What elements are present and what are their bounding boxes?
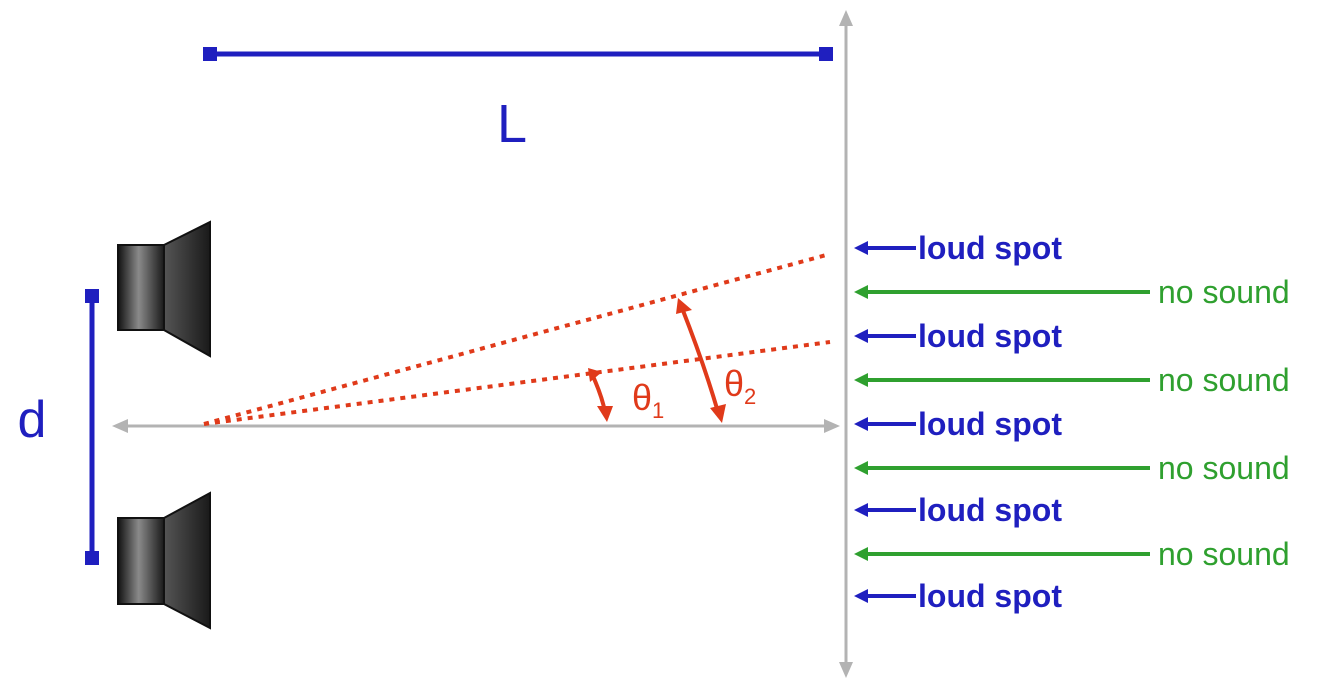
loud-spot-label: loud spot bbox=[918, 492, 1062, 528]
loud-spot-marker: loud spot bbox=[854, 230, 1062, 266]
screen-axis bbox=[839, 10, 853, 678]
arrow-left-icon bbox=[854, 329, 868, 343]
loud-spot-label: loud spot bbox=[918, 318, 1062, 354]
arrow-left-icon bbox=[854, 417, 868, 431]
theta2-label: θ2 bbox=[724, 363, 756, 409]
length-dimension: L bbox=[203, 47, 833, 154]
no-sound-label: no sound bbox=[1158, 450, 1290, 486]
length-label: L bbox=[497, 94, 527, 154]
speaker-top-icon bbox=[117, 220, 211, 358]
no-sound-label: no sound bbox=[1158, 362, 1290, 398]
no-sound-marker: no sound bbox=[854, 362, 1290, 398]
loud-spot-label: loud spot bbox=[918, 230, 1062, 266]
ray-theta2 bbox=[203, 252, 831, 426]
central-axis bbox=[112, 419, 840, 433]
spot-labels: loud spot no sound loud spot no sound loud s… bbox=[854, 230, 1290, 614]
no-sound-marker: no sound bbox=[854, 536, 1290, 572]
loud-spot-marker: loud spot bbox=[854, 406, 1062, 442]
loud-spot-label: loud spot bbox=[918, 406, 1062, 442]
arrow-left-icon bbox=[854, 589, 868, 603]
no-sound-marker: no sound bbox=[854, 450, 1290, 486]
theta1-arrow: θ1 bbox=[588, 368, 664, 423]
arrow-left-icon bbox=[854, 547, 868, 561]
arrow-left-icon bbox=[854, 285, 868, 299]
no-sound-label: no sound bbox=[1158, 274, 1290, 310]
loud-spot-marker: loud spot bbox=[854, 492, 1062, 528]
loud-spot-marker: loud spot bbox=[854, 318, 1062, 354]
separation-dimension: d bbox=[18, 289, 99, 565]
speaker-bottom-icon bbox=[117, 491, 211, 630]
arrow-left-icon bbox=[854, 241, 868, 255]
separation-label: d bbox=[18, 391, 47, 449]
no-sound-label: no sound bbox=[1158, 536, 1290, 572]
arrow-left-icon bbox=[854, 373, 868, 387]
theta2-arrow: θ2 bbox=[676, 298, 756, 423]
no-sound-marker: no sound bbox=[854, 274, 1290, 310]
loud-spot-label: loud spot bbox=[918, 578, 1062, 614]
arrow-left-icon bbox=[854, 503, 868, 517]
loud-spot-marker: loud spot bbox=[854, 578, 1062, 614]
theta1-label: θ1 bbox=[632, 377, 664, 423]
arrow-left-icon bbox=[854, 461, 868, 475]
